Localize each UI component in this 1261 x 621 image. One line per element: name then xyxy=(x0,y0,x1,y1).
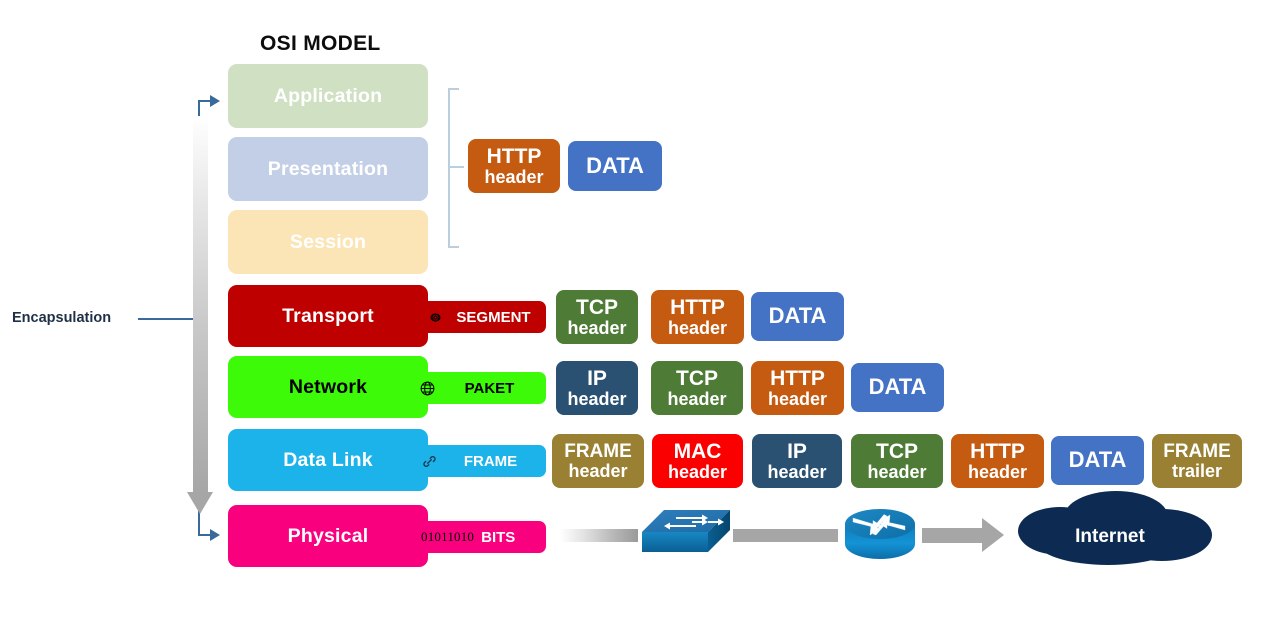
block-line-1: TCP xyxy=(576,295,618,319)
block-line-1: FRAME xyxy=(564,440,632,462)
osi-layer-data-link[interactable]: Data Link xyxy=(228,429,428,491)
pdu-block-mac-header[interactable]: MAC header xyxy=(652,434,743,488)
pdu-block-frame-trailer[interactable]: FRAME trailer xyxy=(1152,434,1242,488)
pdu-block-tcp-header[interactable]: TCP header xyxy=(651,361,743,415)
network-switch-icon xyxy=(640,508,732,560)
pdu-block-data[interactable]: DATA xyxy=(851,363,944,412)
pdu-block-http-header[interactable]: HTTP header xyxy=(468,139,560,193)
pdu-block-http-header[interactable]: HTTP header xyxy=(651,290,744,344)
osi-layer-network[interactable]: Network xyxy=(228,356,428,418)
block-line-1: TCP xyxy=(876,439,918,463)
globe-icon xyxy=(417,378,437,398)
block-line-1: DATA xyxy=(1068,447,1127,473)
block-line-1: HTTP xyxy=(770,366,825,390)
block-line-1: IP xyxy=(587,366,607,390)
block-line-1: HTTP xyxy=(670,295,725,319)
binary-value: 01011010 xyxy=(421,529,475,544)
down-arrow-shaft-icon xyxy=(193,116,208,494)
pdu-tab-bits[interactable]: 01011010 BITS xyxy=(412,521,546,553)
block-line-2: header xyxy=(967,462,1028,483)
pdu-tab-segment[interactable]: SEGMENT xyxy=(420,301,546,333)
layer-label: Session xyxy=(289,230,367,253)
block-line-1: DATA xyxy=(768,303,827,329)
block-line-1: FRAME xyxy=(1163,440,1231,462)
pdu-tab-label: SEGMENT xyxy=(456,308,531,326)
layer-label: Physical xyxy=(287,524,369,547)
encapsulation-bracket-top xyxy=(198,100,212,102)
block-line-1: DATA xyxy=(868,374,927,400)
layer-label: Data Link xyxy=(283,448,373,471)
upper-layer-bracket-top xyxy=(448,88,459,90)
link-icon xyxy=(419,451,439,471)
gear-icon xyxy=(425,307,445,327)
right-arrow-icon xyxy=(982,518,1004,552)
pdu-block-tcp-header[interactable]: TCP header xyxy=(851,434,943,488)
pdu-tab-frame[interactable]: FRAME xyxy=(414,445,546,477)
block-line-2: header xyxy=(567,389,627,410)
osi-layer-presentation[interactable]: Presentation xyxy=(228,137,428,201)
block-line-2: header xyxy=(567,318,627,339)
pdu-block-ip-header[interactable]: IP header xyxy=(556,361,638,415)
page-title: OSI MODEL xyxy=(260,32,381,55)
block-line-2: header xyxy=(667,462,728,483)
cable-segment-3-icon xyxy=(922,528,984,543)
pdu-block-http-header[interactable]: HTTP header xyxy=(951,434,1044,488)
osi-layer-transport[interactable]: Transport xyxy=(228,285,428,347)
block-line-2: header xyxy=(767,462,827,483)
pdu-block-data[interactable]: DATA xyxy=(1051,436,1144,485)
block-line-2: trailer xyxy=(1171,461,1223,481)
block-line-2: header xyxy=(484,167,544,188)
osi-layer-session[interactable]: Session xyxy=(228,210,428,274)
pdu-tab-paket[interactable]: PAKET xyxy=(412,372,546,404)
pdu-block-ip-header[interactable]: IP header xyxy=(752,434,842,488)
pdu-block-data[interactable]: DATA xyxy=(751,292,844,341)
encapsulation-bracket-stem xyxy=(138,318,200,320)
block-line-1: DATA xyxy=(586,152,644,178)
pdu-tab-label: BITS xyxy=(481,528,516,546)
upper-layer-bracket-stem xyxy=(450,166,464,168)
pdu-block-frame-header[interactable]: FRAME header xyxy=(552,434,644,488)
encapsulation-bracket-bottom xyxy=(198,534,212,536)
layer-label: Application xyxy=(273,84,383,107)
cable-segment-1-icon xyxy=(560,529,638,542)
block-line-2: header xyxy=(767,389,828,410)
block-line-1: IP xyxy=(787,439,807,463)
down-arrow-head-icon xyxy=(187,492,213,514)
layer-label: Presentation xyxy=(267,157,389,180)
block-line-1: TCP xyxy=(676,366,718,390)
upper-layer-bracket-bottom xyxy=(448,246,459,248)
cloud-icon xyxy=(1004,489,1216,569)
pdu-block-http-header[interactable]: HTTP header xyxy=(751,361,844,415)
block-line-1: MAC xyxy=(673,439,722,463)
pdu-block-tcp-header[interactable]: TCP header xyxy=(556,290,638,344)
encapsulation-bottom-arrow-icon xyxy=(210,529,220,541)
block-line-2: header xyxy=(867,462,927,483)
pdu-tab-label: FRAME xyxy=(463,452,518,470)
cable-segment-2-icon xyxy=(733,529,838,542)
router-icon xyxy=(843,508,917,562)
block-line-2: header xyxy=(667,389,727,410)
pdu-block-data[interactable]: DATA xyxy=(568,141,662,191)
encapsulation-label: Encapsulation xyxy=(12,310,112,326)
block-line-2: header xyxy=(667,318,728,339)
pdu-tab-label: PAKET xyxy=(464,379,515,397)
upper-layer-bracket-spine xyxy=(448,88,450,248)
osi-layer-physical[interactable]: Physical xyxy=(228,505,428,567)
block-line-2: header xyxy=(568,461,628,481)
layer-label: Transport xyxy=(282,304,374,327)
osi-layer-application[interactable]: Application xyxy=(228,64,428,128)
block-line-1: HTTP xyxy=(486,144,542,168)
encapsulation-top-arrow-icon xyxy=(210,95,220,107)
block-line-1: HTTP xyxy=(970,439,1025,463)
layer-label: Network xyxy=(288,375,368,398)
